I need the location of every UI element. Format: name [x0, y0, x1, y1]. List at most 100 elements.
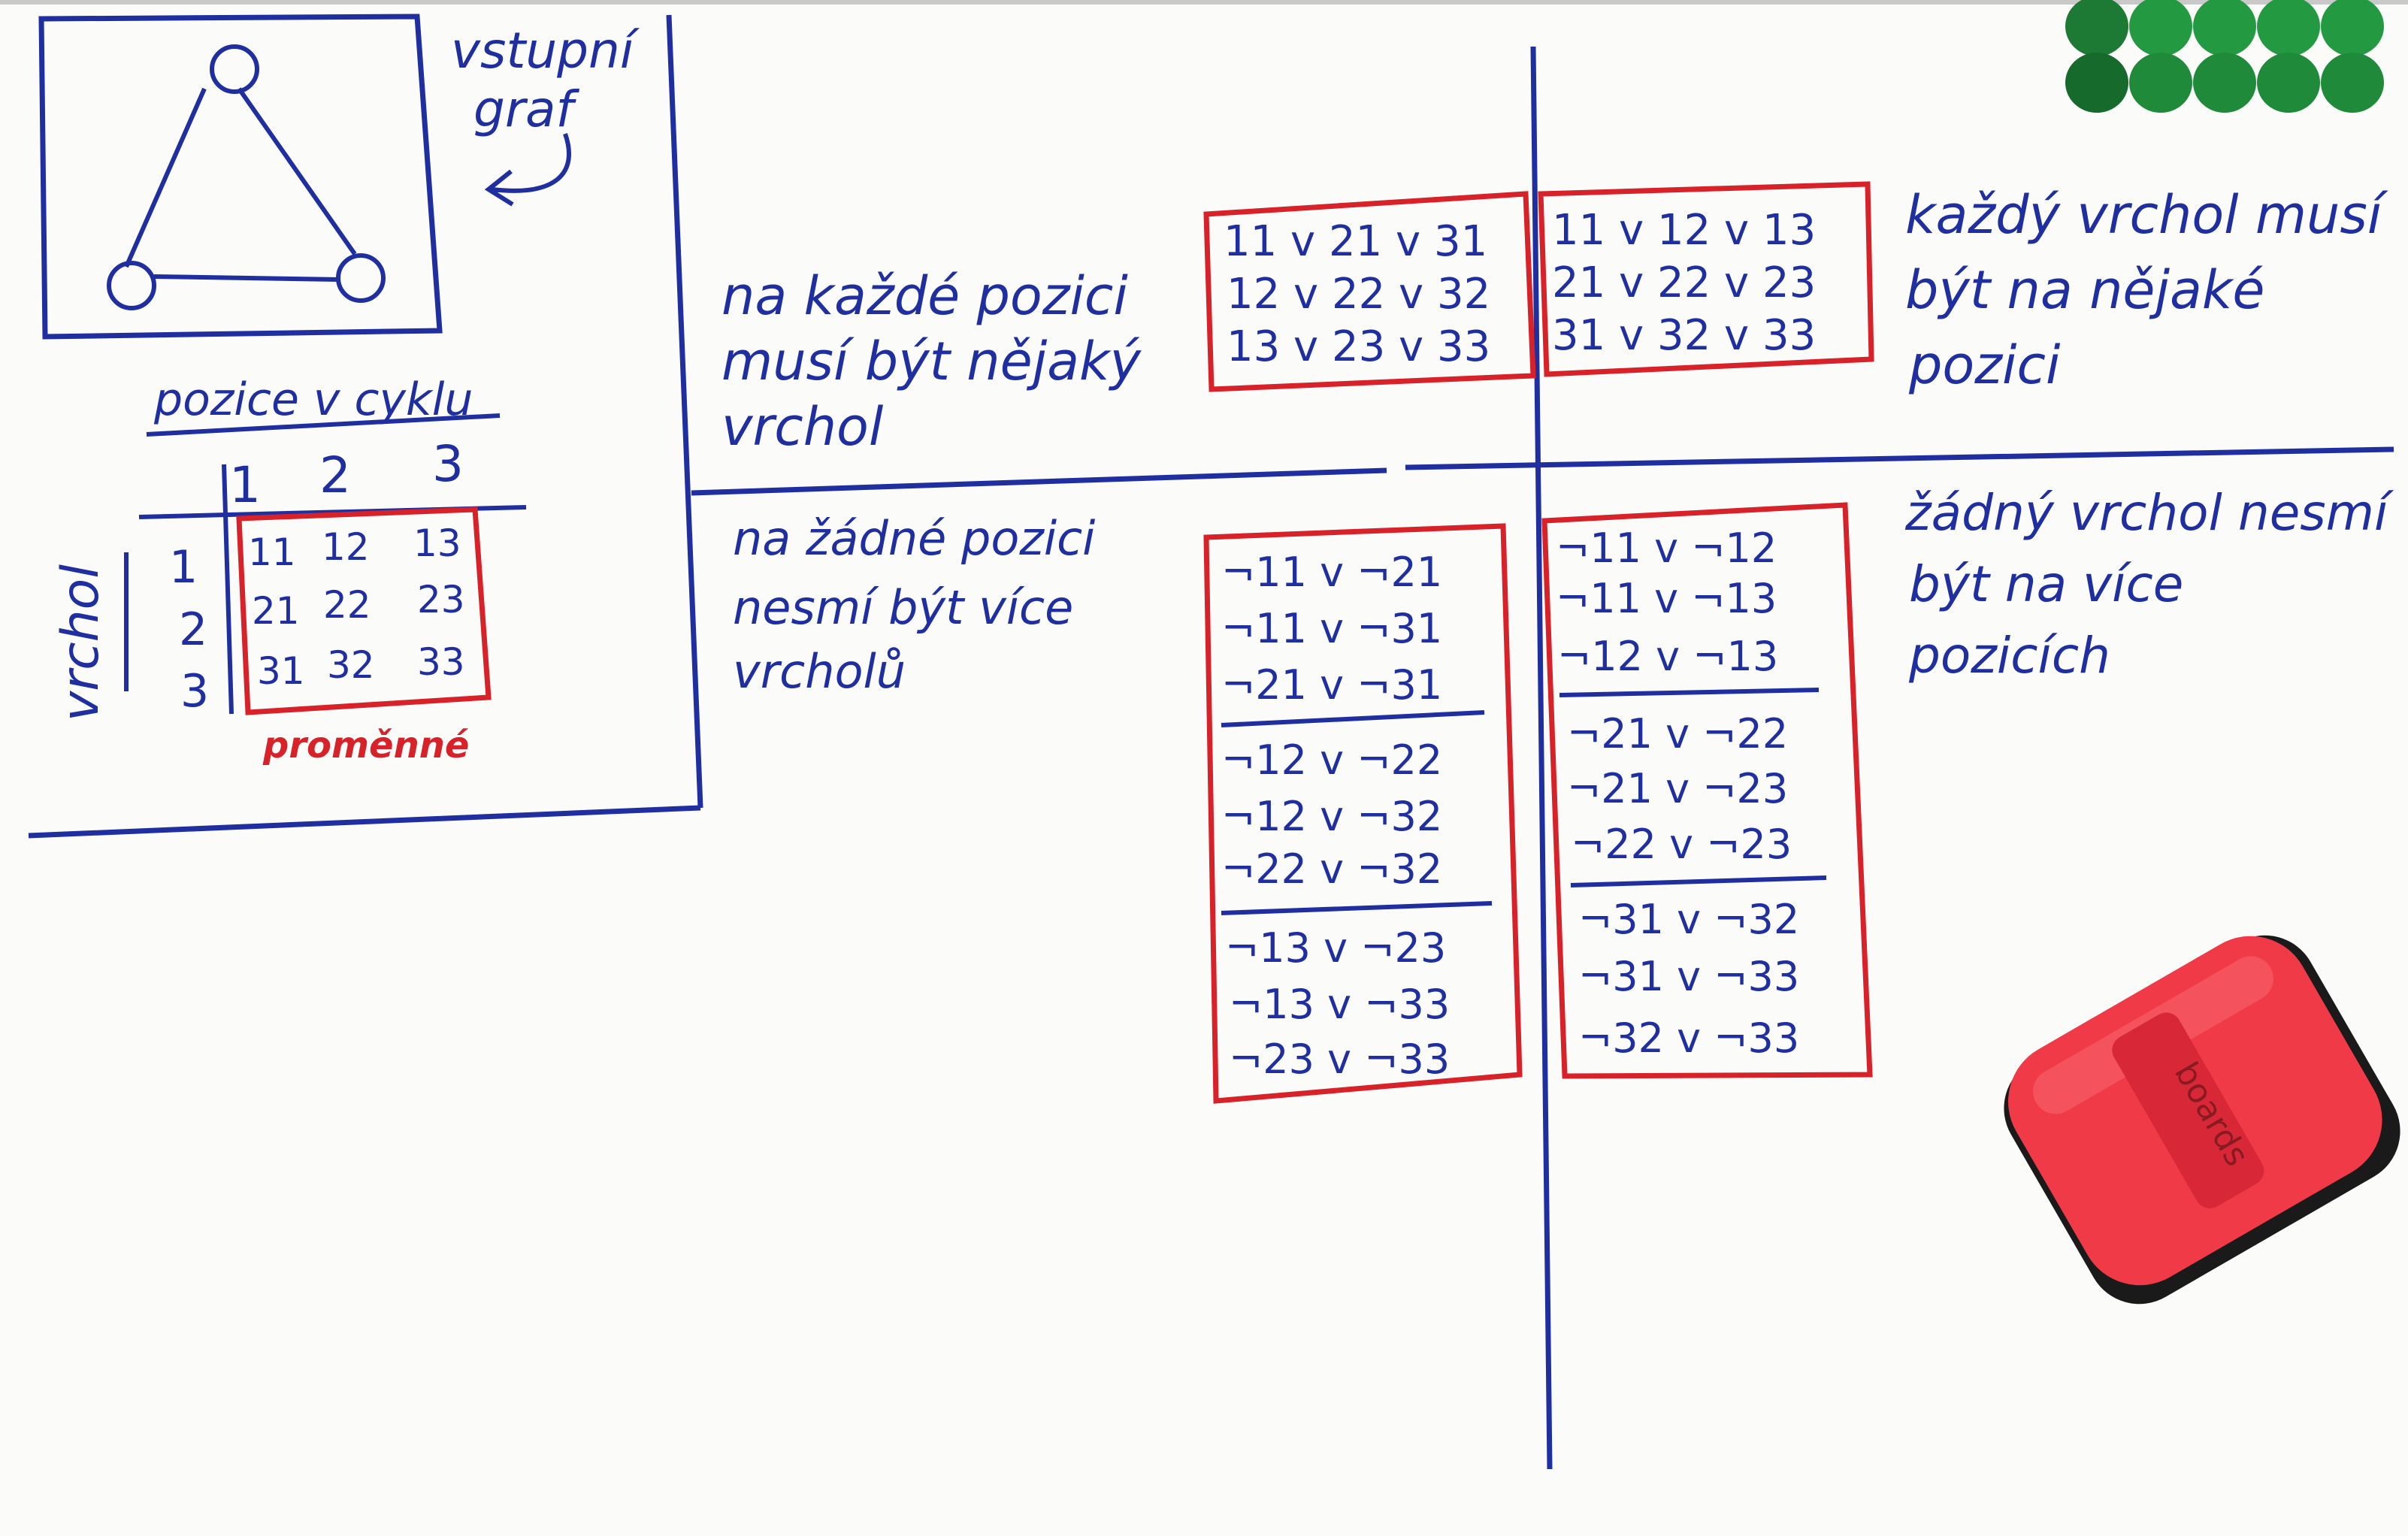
quadrant-bottom-right-desc-2: být na více [1909, 555, 2183, 613]
clause-br-7: ¬31 v ¬32 [1578, 896, 1799, 943]
variable-cell-32: 32 [327, 643, 375, 687]
clause-tr-2: 21 v 22 v 23 [1552, 259, 1816, 307]
left-panel-right-border [666, 14, 703, 809]
magnet [2321, 53, 2384, 113]
quadrant-top-left-desc-3: vrchol [721, 396, 884, 458]
clause-br-6: ¬22 v ¬23 [1571, 821, 1792, 868]
clause-bl-3: ¬21 v ¬31 [1221, 661, 1442, 709]
clause-group-divider-bl-1 [1221, 710, 1485, 727]
clause-bl-7: ¬13 v ¬23 [1225, 924, 1446, 972]
clause-bl-1: ¬11 v ¬21 [1221, 549, 1442, 596]
magnet [2065, 0, 2128, 56]
clause-br-4: ¬21 v ¬22 [1567, 710, 1788, 757]
quadrant-vertical-divider [1530, 46, 1553, 1470]
whiteboard-eraser: boards [2004, 935, 2400, 1305]
clause-tr-1: 11 v 12 v 13 [1552, 206, 1816, 255]
quadrant-bottom-left-desc-1: na žádné pozici [733, 511, 1095, 566]
quadrant-top-right-desc-1: každý vrchol musí [1905, 184, 2388, 246]
variable-cell-13: 13 [413, 522, 461, 565]
clause-tl-3: 13 v 23 v 33 [1227, 322, 1490, 371]
quadrant-top-right: 11 v 12 v 13 21 v 22 v 23 31 v 32 v 33 k… [1538, 181, 2388, 396]
graph-edge-1-3 [237, 87, 357, 255]
clause-box-top-right [1538, 181, 1874, 377]
quadrant-horizontal-divider-left [691, 467, 1387, 496]
variable-cell-22: 22 [323, 583, 371, 627]
clause-bl-4: ¬12 v ¬22 [1221, 736, 1442, 784]
magnet [2257, 53, 2320, 113]
quadrant-top-left: na každé pozici musí být nějaký vrchol 1… [721, 191, 1536, 458]
clause-box-top-left [1203, 191, 1536, 392]
clause-bl-8: ¬13 v ¬33 [1229, 981, 1450, 1028]
position-table-header: pozice v cyklu [153, 373, 473, 426]
magnet [2193, 53, 2256, 113]
clause-group-divider-br-1 [1559, 688, 1820, 697]
graph-edge-2-3 [153, 274, 340, 282]
magnet [2257, 0, 2320, 56]
quadrant-bottom-left: na žádné pozici nesmí být více vrcholů ¬… [733, 511, 1523, 1104]
clause-group-divider-br-2 [1570, 875, 1827, 887]
clause-tl-2: 12 v 22 v 32 [1227, 270, 1490, 319]
clause-br-1: ¬11 v ¬12 [1556, 525, 1777, 572]
row-axis-label: vrchol [51, 564, 110, 721]
input-graph [38, 14, 443, 340]
variable-cell-21: 21 [252, 589, 300, 633]
clause-bl-6: ¬22 v ¬32 [1221, 845, 1442, 893]
graph-vertex-2 [107, 261, 156, 310]
vertex-row-header-1: 1 [169, 541, 198, 594]
magnet [2193, 0, 2256, 56]
quadrant-bottom-left-desc-2: nesmí být více [733, 580, 1073, 635]
eraser-brand-plate [2112, 1012, 2264, 1208]
clause-bl-9: ¬23 v ¬33 [1229, 1036, 1450, 1083]
quadrant-bottom-left-desc-3: vrcholů [733, 644, 906, 699]
variables-box [236, 506, 492, 715]
quadrant-top-right-desc-3: pozici [1908, 334, 2061, 396]
clause-bl-2: ¬11 v ¬31 [1221, 605, 1442, 652]
quadrant-top-right-desc-2: být na nějaké [1905, 259, 2264, 321]
magnet [2129, 0, 2192, 56]
position-table-row-rule [222, 464, 234, 715]
position-table: pozice v cyklu 1 2 3 vrchol 1 2 3 11 12 … [51, 373, 527, 766]
magnet [2321, 0, 2384, 56]
input-graph-frame [38, 14, 443, 340]
position-column-header-2: 2 [319, 446, 351, 504]
quadrant-bottom-right-desc-1: žádný vrchol nesmí [1904, 484, 2394, 542]
clause-br-5: ¬21 v ¬23 [1567, 765, 1788, 812]
input-graph-label-line1: vstupní [451, 22, 640, 80]
variable-cell-23: 23 [417, 578, 465, 621]
clause-box-bottom-left [1203, 523, 1523, 1104]
quadrant-top-left-desc-2: musí být nějaký [721, 331, 1142, 392]
variable-cell-12: 12 [322, 525, 370, 569]
variables-label: proměnné [262, 724, 469, 766]
clause-tr-3: 31 v 32 v 33 [1552, 311, 1816, 360]
clause-br-9: ¬32 v ¬33 [1578, 1014, 1799, 1062]
clause-group-divider-bl-2 [1221, 901, 1493, 915]
clause-br-3: ¬12 v ¬13 [1557, 633, 1778, 680]
position-table-header-underline [146, 413, 501, 437]
vertex-row-header-2: 2 [179, 603, 207, 656]
variable-cell-31: 31 [257, 649, 305, 693]
clause-br-8: ¬31 v ¬33 [1578, 953, 1799, 1000]
clause-box-bottom-right [1541, 502, 1873, 1079]
quadrant-top-left-desc-1: na každé pozici [721, 265, 1128, 327]
magnets [2065, 0, 2384, 113]
clause-br-2: ¬11 v ¬13 [1556, 575, 1777, 622]
clause-bl-5: ¬12 v ¬32 [1221, 793, 1442, 840]
curved-arrow-icon [484, 133, 571, 207]
variable-cell-11: 11 [248, 531, 296, 574]
clause-tl-1: 11 v 21 v 31 [1224, 217, 1487, 266]
graph-vertex-1 [210, 44, 259, 94]
left-panel: vstupní graf pozice v cyklu 1 2 3 vrchol… [28, 14, 703, 839]
graph-edge-1-2 [124, 87, 207, 268]
quadrant-horizontal-divider-right [1405, 446, 2394, 470]
graph-vertex-3 [336, 253, 386, 303]
vertex-row-header-3: 3 [180, 665, 209, 718]
quadrant-bottom-right-desc-3: pozicích [1908, 627, 2110, 685]
magnet [2065, 53, 2128, 113]
left-panel-bottom-border [28, 805, 701, 839]
input-graph-label-line2: graf [473, 80, 579, 138]
magnet [2129, 53, 2192, 113]
position-column-header-1: 1 [229, 456, 261, 514]
position-column-header-3: 3 [432, 435, 464, 493]
